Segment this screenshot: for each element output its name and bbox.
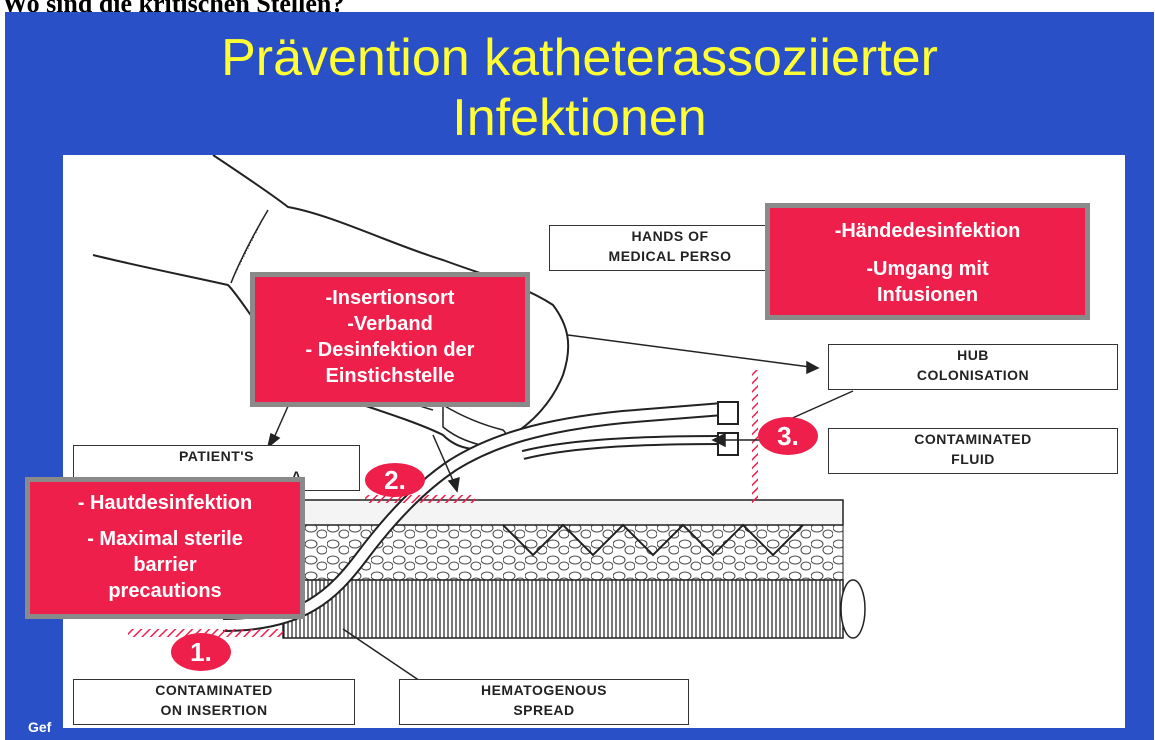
label-hub-colonisation: HUB COLONISATION <box>828 344 1118 390</box>
red-box-skin-line-2: - Maximal sterile <box>30 526 300 552</box>
catheter-diagram: HANDS OF MEDICAL PERSO HUB COLONISATION … <box>63 155 1125 728</box>
label-hub-line-2: COLONISATION <box>829 365 1117 385</box>
label-contam-line-2: ON INSERTION <box>74 700 354 720</box>
label-fluid-line-2: FLUID <box>829 449 1117 469</box>
slide-title: Prävention katheterassoziierter Infektio… <box>5 28 1154 148</box>
label-hands-line-1: HANDS OF <box>550 226 790 246</box>
red-box-insertion-line-3: - Desinfektion der <box>255 337 525 363</box>
footer-text: Gef <box>28 719 51 735</box>
label-hands-line-2: MEDICAL PERSO <box>550 246 790 266</box>
slide-title-line-2: Infektionen <box>5 88 1154 148</box>
slide-title-line-1: Prävention katheterassoziierter <box>5 28 1154 88</box>
red-box-hand-hygiene-line-2: -Umgang mit <box>770 256 1085 282</box>
red-box-insertion-line-2: -Verband <box>255 311 525 337</box>
label-patient-line-1: PATIENT'S <box>74 446 359 466</box>
label-hub-line-1: HUB <box>829 345 1117 365</box>
red-box-insertion-site: -Insertionsort -Verband - Desinfektion d… <box>250 272 530 407</box>
badge-step-1: 1. <box>171 633 231 671</box>
label-contaminated-on-insertion: CONTAMINATED ON INSERTION <box>73 679 355 725</box>
red-box-hand-hygiene: -Händedesinfektion -Umgang mit Infusione… <box>765 203 1090 320</box>
red-box-skin-line-3: barrier <box>30 552 300 578</box>
label-hematogenous-spread: HEMATOGENOUS SPREAD <box>399 679 689 725</box>
red-box-hand-hygiene-line-3: Infusionen <box>770 282 1085 308</box>
red-box-skin-line-4: precautions <box>30 578 300 604</box>
red-box-insertion-line-4: Einstichstelle <box>255 363 525 389</box>
label-hemato-line-1: HEMATOGENOUS <box>400 680 688 700</box>
badge-step-2: 2. <box>365 463 425 497</box>
red-box-skin-disinfection: - Hautdesinfektion - Maximal sterile bar… <box>25 477 305 619</box>
red-box-hand-hygiene-line-1: -Händedesinfektion <box>770 218 1085 244</box>
badge-step-3: 3. <box>758 417 818 455</box>
red-box-skin-line-1: - Hautdesinfektion <box>30 490 300 516</box>
label-contam-line-1: CONTAMINATED <box>74 680 354 700</box>
label-fluid-line-1: CONTAMINATED <box>829 429 1117 449</box>
label-contaminated-fluid: CONTAMINATED FLUID <box>828 428 1118 474</box>
label-hemato-line-2: SPREAD <box>400 700 688 720</box>
red-box-insertion-line-1: -Insertionsort <box>255 285 525 311</box>
label-hands-of-medical-personnel: HANDS OF MEDICAL PERSO <box>549 225 791 271</box>
